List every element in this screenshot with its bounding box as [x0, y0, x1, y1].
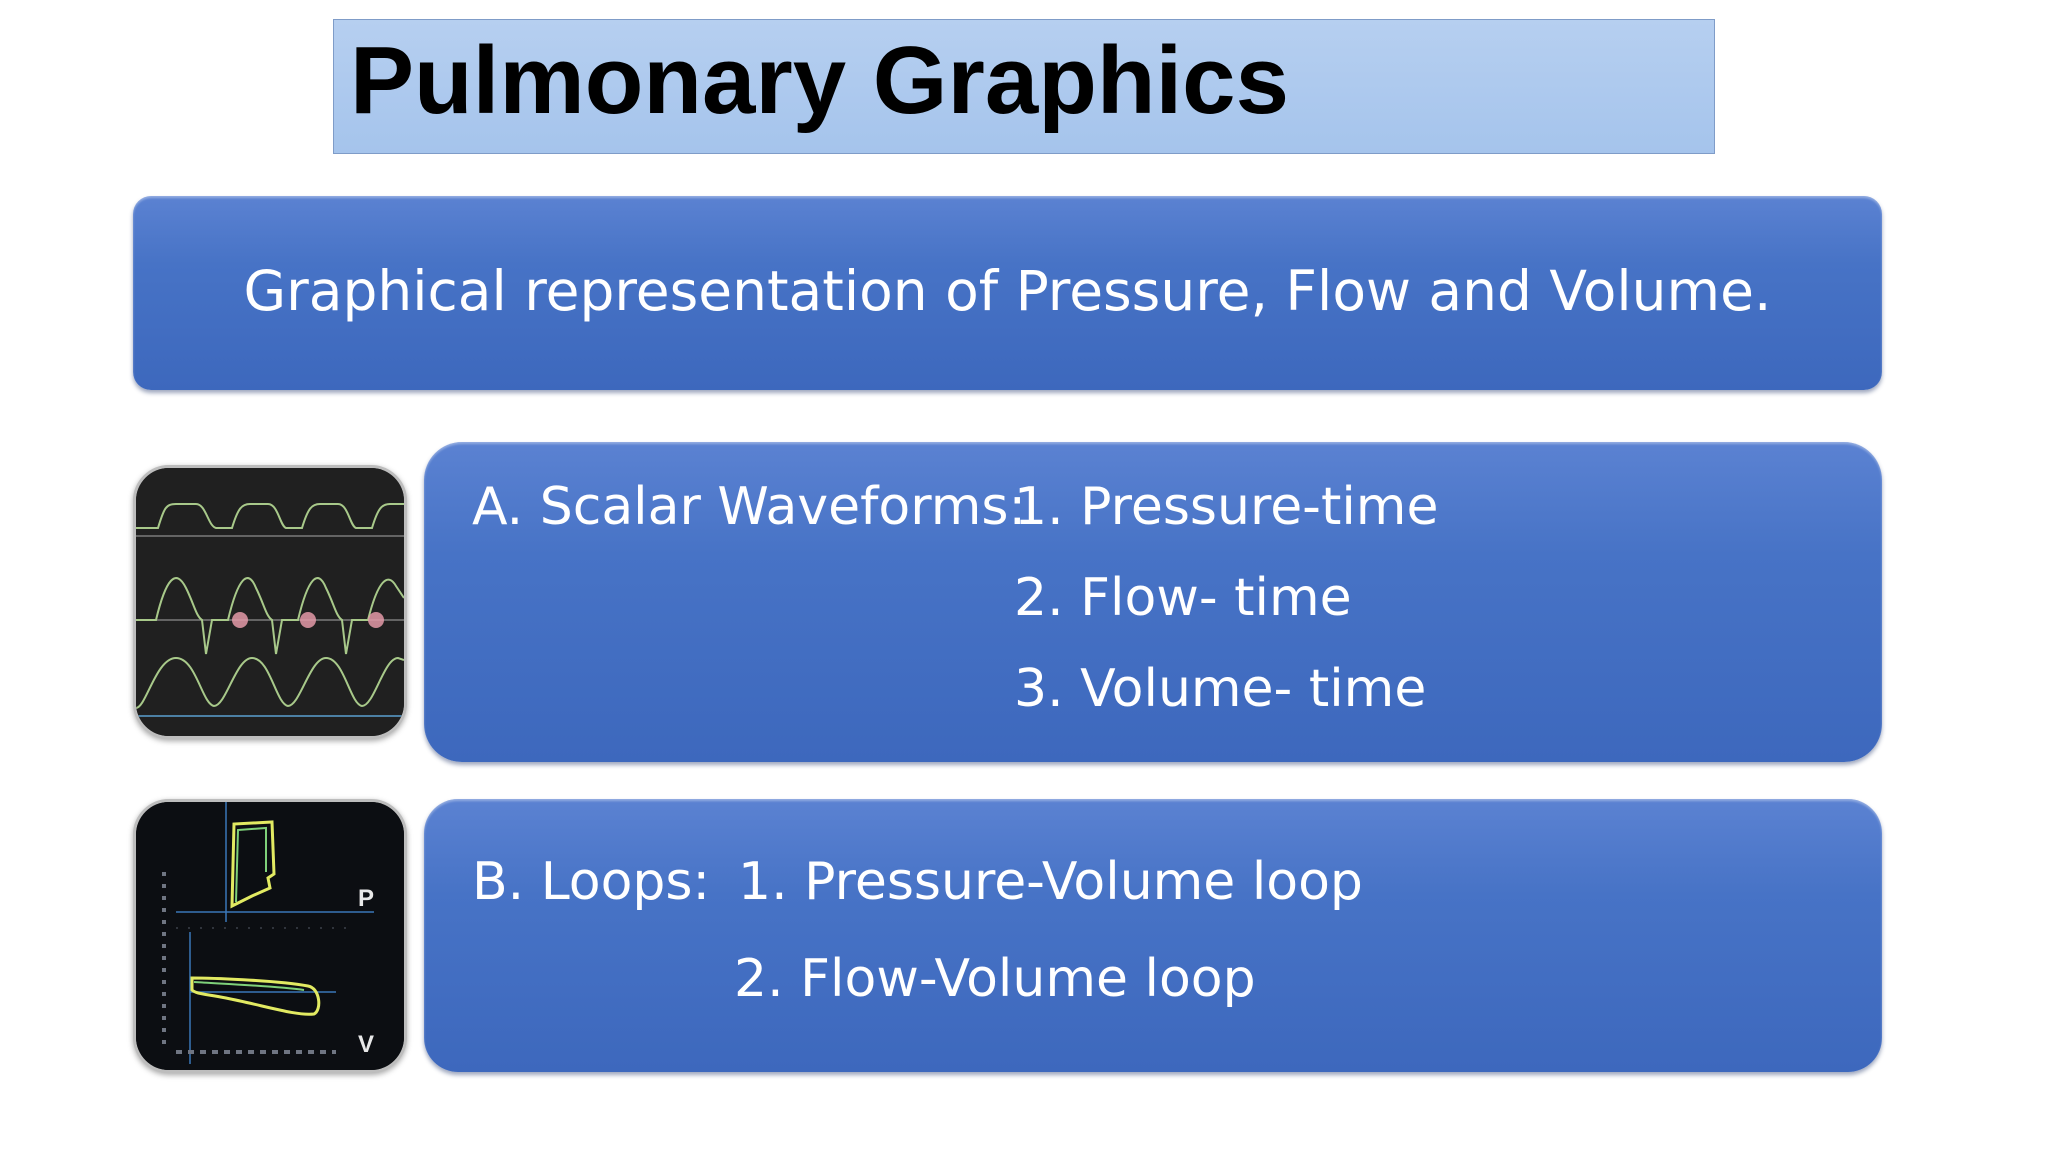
scalar-waveforms-thumbnail [133, 465, 407, 739]
loops-image: P V [136, 802, 404, 1070]
loops-item-pressure-volume: 1. Pressure-Volume loop [738, 852, 1363, 912]
title-banner: Pulmonary Graphics [333, 19, 1715, 154]
subtitle-text: Graphical representation of Pressure, Fl… [243, 259, 1772, 323]
scalar-waveforms-image [136, 468, 404, 736]
slide-title: Pulmonary Graphics [350, 27, 1289, 134]
loops-box: B. Loops: 1. Pressure-Volume loop 2. Flo… [424, 799, 1882, 1072]
scalar-item-volume-time: 3. Volume- time [1014, 659, 1427, 719]
scalar-waveforms-box: A. Scalar Waveforms: 1. Pressure-time 2.… [424, 442, 1882, 762]
loops-thumbnail: P V [133, 799, 407, 1073]
loop-axis-p: P [358, 885, 374, 912]
scalar-item-flow-time: 2. Flow- time [1014, 568, 1352, 628]
loop-axis-v: V [358, 1031, 374, 1058]
loops-label: B. Loops: [472, 852, 711, 912]
scalar-item-pressure-time: 1. Pressure-time [1014, 477, 1439, 537]
scalar-waveforms-label: A. Scalar Waveforms: [472, 477, 1026, 537]
loops-item-flow-volume: 2. Flow-Volume loop [734, 949, 1256, 1009]
subtitle-box: Graphical representation of Pressure, Fl… [133, 196, 1882, 390]
